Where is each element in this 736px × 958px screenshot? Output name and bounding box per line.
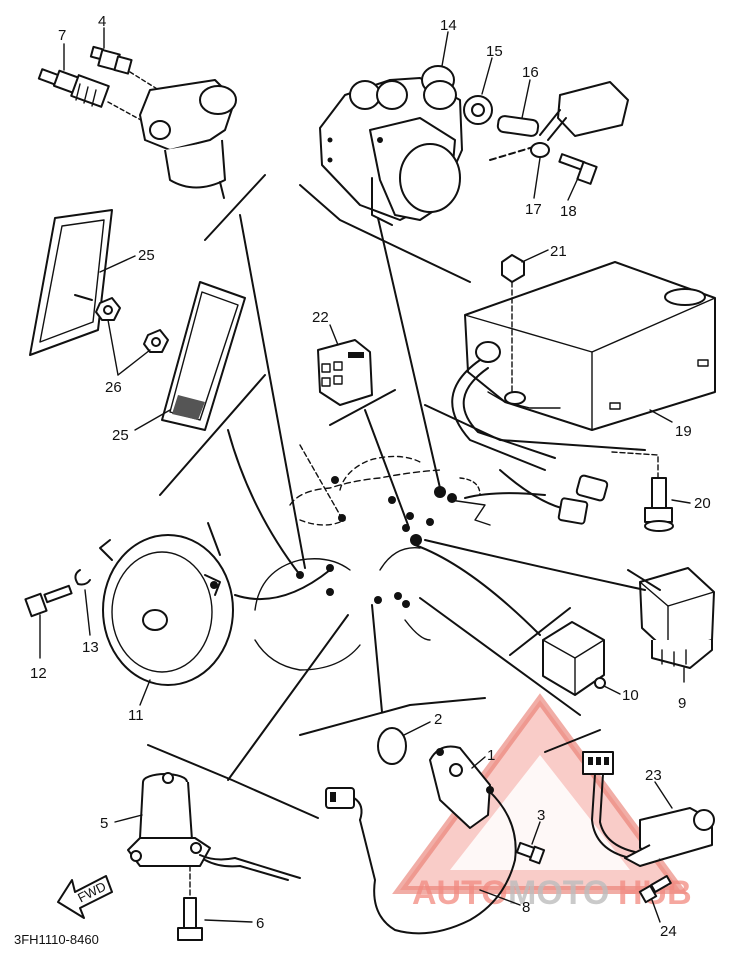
- o-ring-part-2: [377, 727, 407, 765]
- connector-part-8: [325, 787, 363, 821]
- nut-part-26-b: [143, 329, 169, 353]
- screw-part-24: [638, 875, 672, 904]
- watermark-text-2: MOTO: [508, 874, 609, 912]
- callout-21: 21: [550, 243, 567, 260]
- callout-8: 8: [522, 899, 530, 916]
- callout-14: 14: [440, 17, 457, 34]
- callout-2: 2: [434, 711, 442, 728]
- bolt-part-18: [558, 153, 598, 185]
- callout-19: 19: [675, 423, 692, 440]
- callout-18: 18: [560, 203, 577, 220]
- callout-4: 4: [98, 13, 106, 30]
- washer-part-13: [74, 569, 91, 586]
- bolt-part-20: [644, 477, 674, 532]
- sensor-plate-part-1: [429, 745, 494, 829]
- callout-9: 9: [678, 695, 686, 712]
- sensor-part-7: [37, 68, 110, 108]
- callout-10: 10: [622, 687, 639, 704]
- sensor-housing: [139, 79, 237, 199]
- callout-24: 24: [660, 923, 677, 940]
- callout-labels: 4 7 14 15 16 17 18 21 25 26 25 22 19 20 …: [30, 13, 711, 940]
- leader-lines: [227, 214, 646, 781]
- callout-12: 12: [30, 665, 47, 682]
- group-brackets: [147, 174, 661, 819]
- bolt-part-6: [177, 865, 203, 941]
- callout-7: 7: [58, 27, 66, 44]
- frame-outline: [254, 455, 491, 671]
- washer-part-17: [530, 142, 550, 158]
- reflector-part-25-lower: [161, 281, 246, 431]
- diagram-code: 3FH1110-8460: [14, 932, 99, 947]
- bolt-part-21: [501, 254, 525, 393]
- callout-25-lower: 25: [112, 427, 129, 444]
- callout-22: 22: [312, 309, 329, 326]
- horn-part-11: [99, 534, 234, 686]
- callout-25-upper: 25: [138, 247, 155, 264]
- callout-6: 6: [256, 915, 264, 932]
- callout-3: 3: [537, 807, 545, 824]
- bolt-part-12: [24, 584, 73, 618]
- callout-20: 20: [694, 495, 711, 512]
- callout-16: 16: [522, 64, 539, 81]
- forward-arrow: FWD: [57, 875, 113, 919]
- relay-part-10: [542, 621, 606, 696]
- callout-15: 15: [486, 43, 503, 60]
- callout-pointers: [39, 27, 691, 923]
- callout-17: 17: [525, 201, 542, 218]
- callout-13: 13: [82, 639, 99, 656]
- watermark-logo: AUTO MOTO HUB: [392, 693, 692, 912]
- connector-part-22: [317, 339, 373, 406]
- connector-harness-19: [557, 474, 609, 525]
- motor-part-5: [127, 772, 211, 867]
- relay-part-9: [639, 567, 715, 669]
- switch-part-23: [624, 807, 715, 867]
- callout-23: 23: [645, 767, 662, 784]
- connector-part-23-top: [582, 751, 636, 859]
- callout-26: 26: [105, 379, 122, 396]
- frame-mount-points: [296, 476, 457, 608]
- watermark-text-1: AUTO: [412, 874, 508, 912]
- actuator-assembly-14: [319, 65, 463, 226]
- callout-11: 11: [128, 707, 144, 724]
- screw-part-3: [515, 841, 546, 865]
- spacer-part-15: [463, 95, 493, 125]
- switch-part-top: [539, 81, 629, 141]
- control-unit-part-19: [464, 261, 716, 431]
- plug-part-4: [89, 45, 133, 75]
- callout-1: 1: [487, 747, 495, 764]
- nut-part-26-a: [74, 294, 121, 321]
- callout-5: 5: [100, 815, 108, 832]
- reflector-part-25-upper: [29, 209, 113, 356]
